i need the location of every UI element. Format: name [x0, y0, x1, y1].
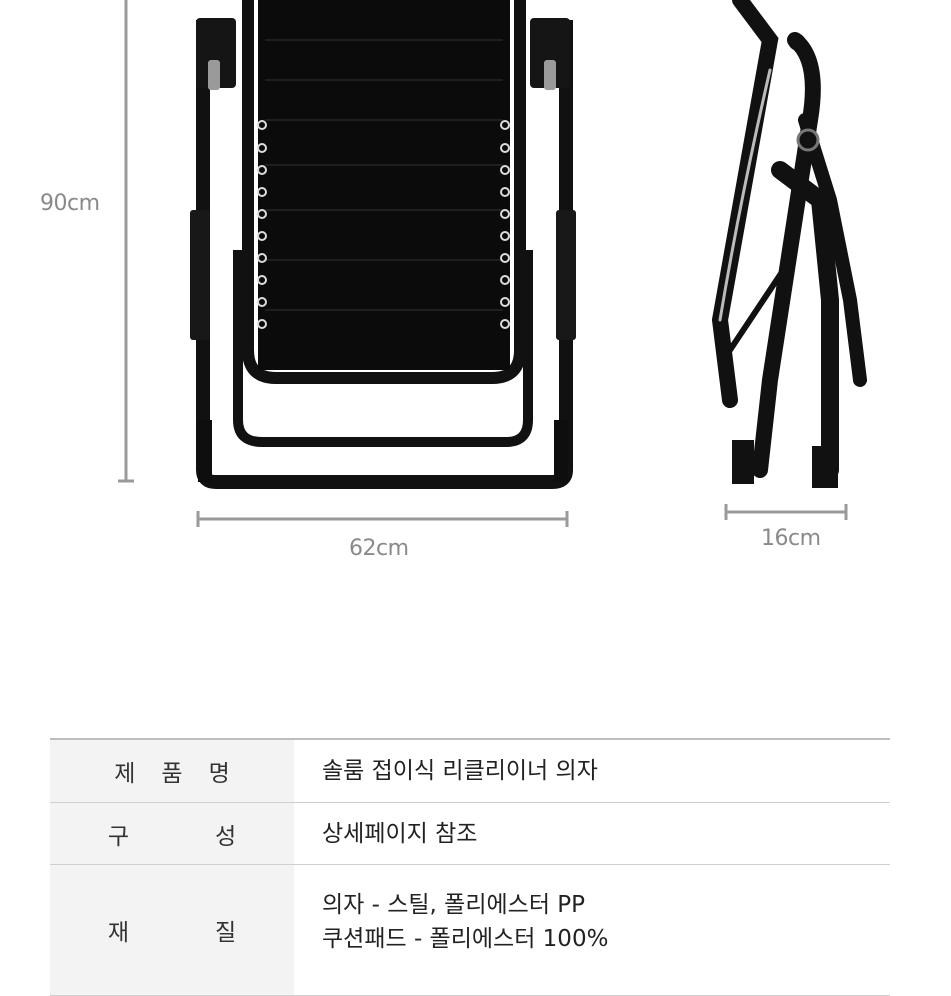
spec-label: 구성 — [50, 803, 294, 864]
product-figure: 90cm 62cm 16cm — [40, 0, 867, 561]
depth-label: 16cm — [761, 526, 821, 551]
spec-value-text: 솔룸 접이식 리클리이너 의자 — [322, 758, 598, 784]
depth-dimension-line — [724, 504, 848, 520]
spec-value: 의자 - 스틸, 폴리에스터 PP 쿠션패드 - 폴리에스터 100% — [294, 865, 890, 995]
spec-label-text: 재질 — [107, 920, 323, 946]
spec-value-text: 의자 - 스틸, 폴리에스터 PP — [322, 892, 586, 918]
spec-value: 솔룸 접이식 리클리이너 의자 — [294, 740, 890, 802]
spec-label-text: 구성 — [107, 823, 323, 850]
spec-value-text: 상세페이지 참조 — [322, 820, 478, 847]
width-label: 62cm — [349, 536, 409, 561]
spec-value-text: 쿠션패드 - 폴리에스터 100% — [322, 926, 609, 952]
spec-table: 제품명 솔룸 접이식 리클리이너 의자 구성 상세페이지 참조 재질 의자 - … — [50, 738, 890, 996]
spec-label: 제품명 — [50, 740, 294, 802]
spec-label-text: 제품명 — [114, 761, 256, 787]
spec-label: 재질 — [50, 865, 294, 995]
spec-row-composition: 구성 상세페이지 참조 — [50, 803, 890, 865]
spec-row-product-name: 제품명 솔룸 접이식 리클리이너 의자 — [50, 740, 890, 803]
chair-illustration — [118, 0, 867, 527]
spec-value: 상세페이지 참조 — [294, 803, 890, 864]
height-dimension-line — [118, 0, 134, 483]
chair-front-view — [190, 0, 576, 489]
spec-row-material: 재질 의자 - 스틸, 폴리에스터 PP 쿠션패드 - 폴리에스터 100% — [50, 865, 890, 996]
height-label: 90cm — [40, 191, 100, 216]
width-dimension-line — [196, 511, 569, 527]
chair-side-view — [711, 0, 867, 488]
